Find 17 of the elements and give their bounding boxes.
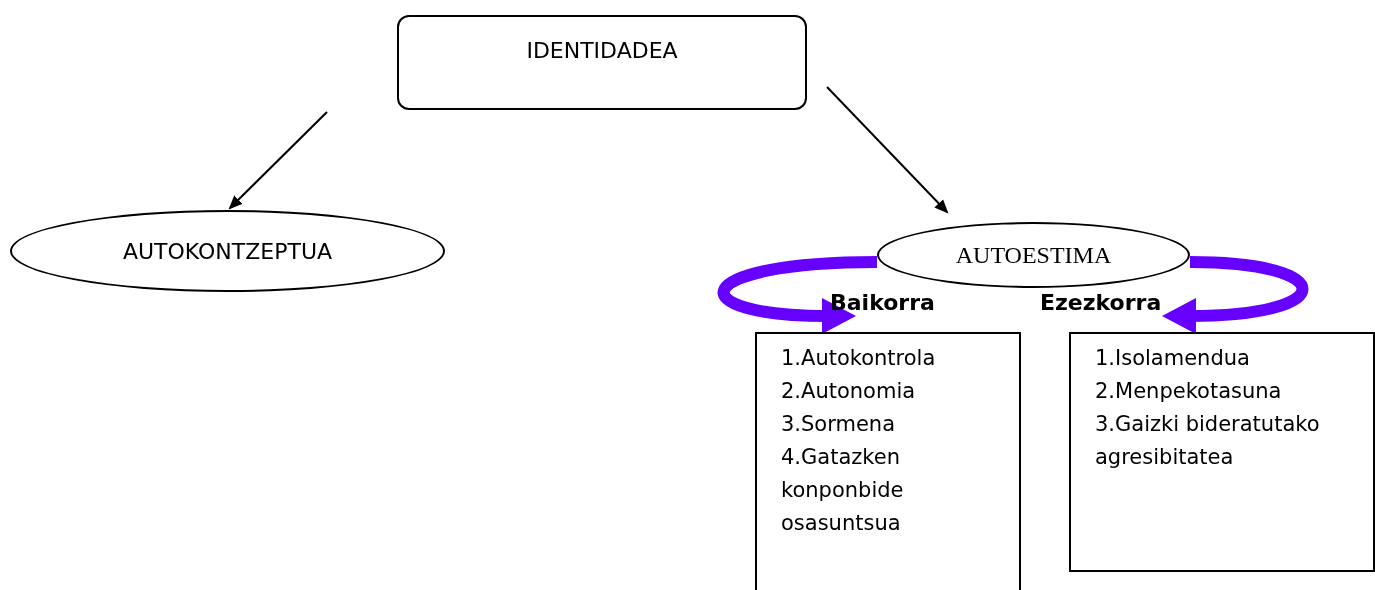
list-item: 2.Autonomia: [781, 378, 917, 405]
category-label: Baikorra: [830, 285, 950, 321]
list-box: [755, 332, 1021, 590]
list-item: 3.Sormena: [781, 411, 897, 438]
category-label: Ezezkorra: [1040, 285, 1188, 321]
list-item: 2.Menpekotasuna: [1095, 378, 1283, 405]
list-item: 3.Gaizki bideratutako agresibitatea: [1095, 411, 1321, 471]
list-box: [1069, 332, 1375, 572]
arrow: [826, 86, 949, 214]
list-item: 1.Autokontrola: [781, 345, 937, 372]
list-item: 1.Isolamendua: [1095, 345, 1251, 372]
arrow: [228, 111, 328, 210]
curved-arrow: [718, 256, 878, 334]
list-item: 4.Gatazken konponbide osasuntsua: [781, 444, 905, 537]
oval-node: AUTOKONTZEPTUA: [10, 210, 445, 292]
oval-node: AUTOESTIMA: [877, 222, 1190, 288]
process-box: IDENTIDADEA: [397, 15, 807, 110]
